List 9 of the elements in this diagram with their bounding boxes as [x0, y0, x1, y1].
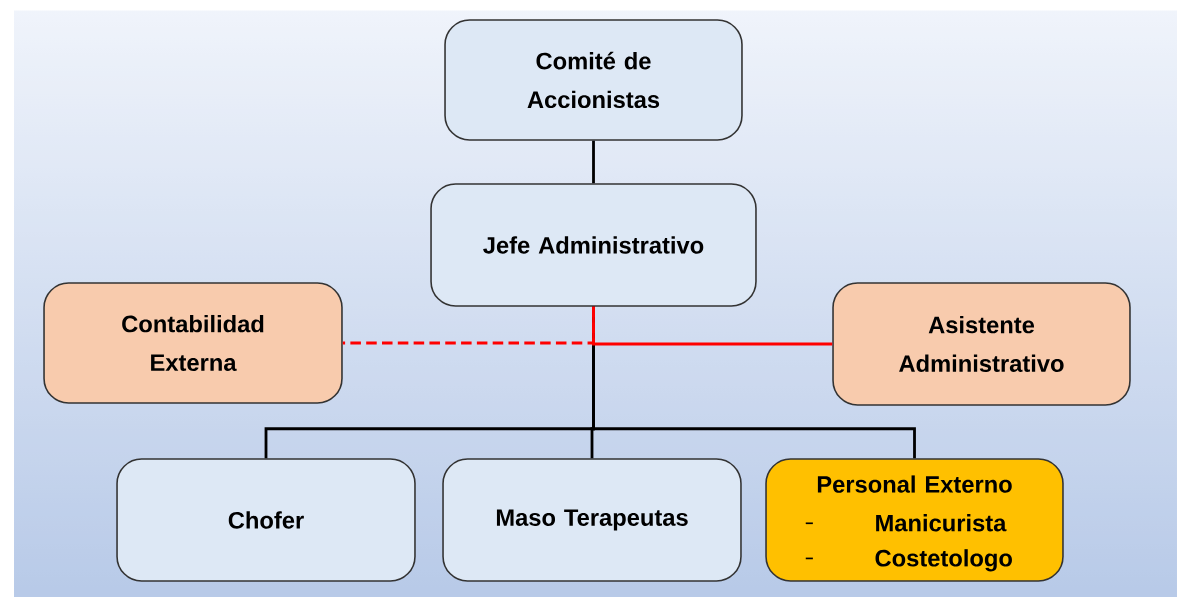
org-box: Asistente Administrativo	[832, 282, 1131, 406]
connector-line	[342, 306, 595, 345]
connector-line	[592, 140, 595, 184]
org-box: Comité de Accionistas	[444, 19, 743, 141]
org-box: Contabilidad Externa	[43, 282, 343, 404]
org-box: Jefe Administrativo	[430, 183, 757, 307]
org-box: Personal Externo Manicurista Costetologo	[765, 458, 1064, 582]
org-box: Maso Terapeutas	[442, 458, 742, 582]
org-box: Chofer	[116, 458, 416, 582]
